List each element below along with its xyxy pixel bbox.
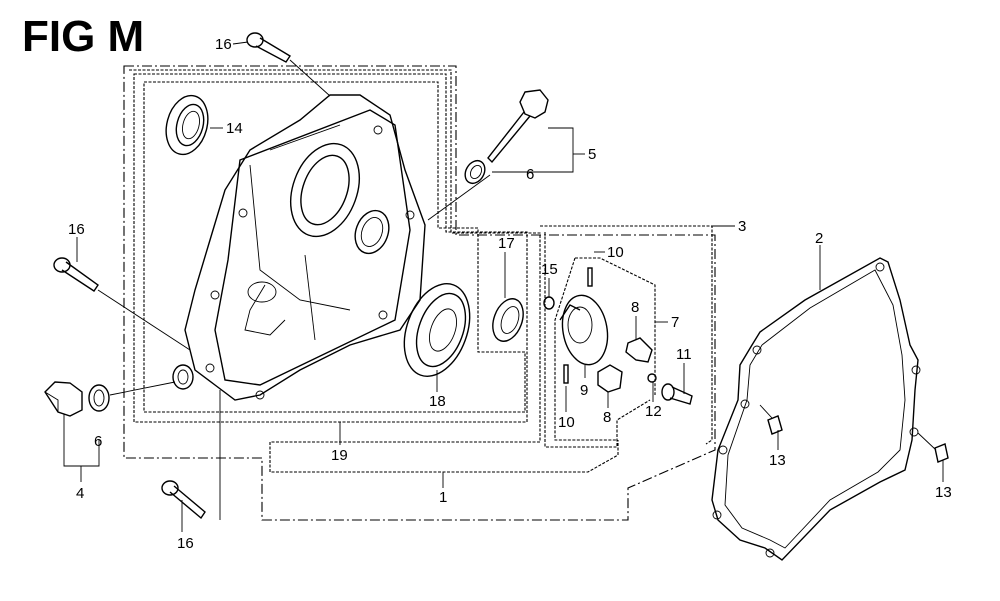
callout-16-bottom: 16 [177, 535, 194, 552]
callout-2: 2 [815, 230, 823, 247]
governor-shaft[interactable] [661, 383, 693, 405]
callout-1: 1 [439, 489, 447, 506]
clip[interactable] [647, 373, 657, 383]
callout-13-left: 13 [769, 452, 786, 469]
group-boundary-19 [133, 73, 528, 423]
callout-8-top: 8 [631, 299, 639, 316]
figure-title: FIG M [22, 12, 145, 61]
callout-10-bottom: 10 [558, 414, 575, 431]
callout-7: 7 [671, 314, 679, 331]
flange-bolt-top[interactable] [246, 32, 291, 63]
oil-filler-cap-dipstick[interactable] [487, 89, 549, 164]
callout-10-top: 10 [607, 244, 624, 261]
callout-16-left: 16 [68, 221, 85, 238]
callout-11: 11 [676, 346, 692, 363]
callout-5: 5 [588, 146, 596, 163]
crankcase-cover-gasket[interactable] [711, 257, 921, 561]
callout-9: 9 [580, 382, 588, 399]
dowel-pin-right[interactable] [934, 443, 949, 463]
callout-19: 19 [331, 447, 348, 464]
ball-bearing-large[interactable] [392, 275, 481, 386]
callout-4: 4 [76, 485, 84, 502]
o-ring-bottom[interactable] [88, 384, 110, 412]
group-boundary-3 [540, 225, 713, 445]
group-boundary-7b [554, 257, 617, 441]
callout-15: 15 [541, 261, 558, 278]
callout-18: 18 [429, 393, 446, 410]
dowel-pin-left[interactable] [767, 415, 783, 435]
o-ring-top[interactable] [461, 157, 489, 187]
group-boundary-3-left [544, 232, 651, 448]
callout-8-bottom: 8 [603, 409, 611, 426]
group-boundary-7 [575, 257, 656, 395]
group-boundary-1 [123, 65, 716, 521]
callout-3: 3 [738, 218, 746, 235]
callout-14: 14 [226, 120, 243, 137]
pin-bottom[interactable] [563, 364, 569, 384]
callout-13-right: 13 [935, 484, 952, 501]
oil-seal[interactable] [160, 91, 214, 159]
governor-slider[interactable] [597, 364, 623, 393]
leader-lines [63, 41, 944, 532]
callout-12: 12 [645, 403, 662, 420]
callout-17: 17 [498, 235, 515, 252]
callout-16-top: 16 [215, 36, 232, 53]
callout-6-bottom: 6 [94, 433, 102, 450]
governor-weight[interactable] [625, 337, 653, 363]
pin-top[interactable] [587, 267, 593, 287]
oil-drain-plug[interactable] [44, 381, 83, 417]
crankcase-cover[interactable] [172, 94, 426, 401]
callout-6-top: 6 [526, 166, 534, 183]
group-boundary-inner [143, 81, 526, 413]
group-boundary-1b [129, 69, 619, 473]
governor-gear[interactable] [557, 292, 612, 369]
washer[interactable] [543, 296, 555, 310]
ball-bearing-small[interactable] [487, 295, 528, 346]
flange-bolt-left[interactable] [53, 257, 99, 292]
flange-bolt-bottom[interactable] [161, 480, 206, 520]
